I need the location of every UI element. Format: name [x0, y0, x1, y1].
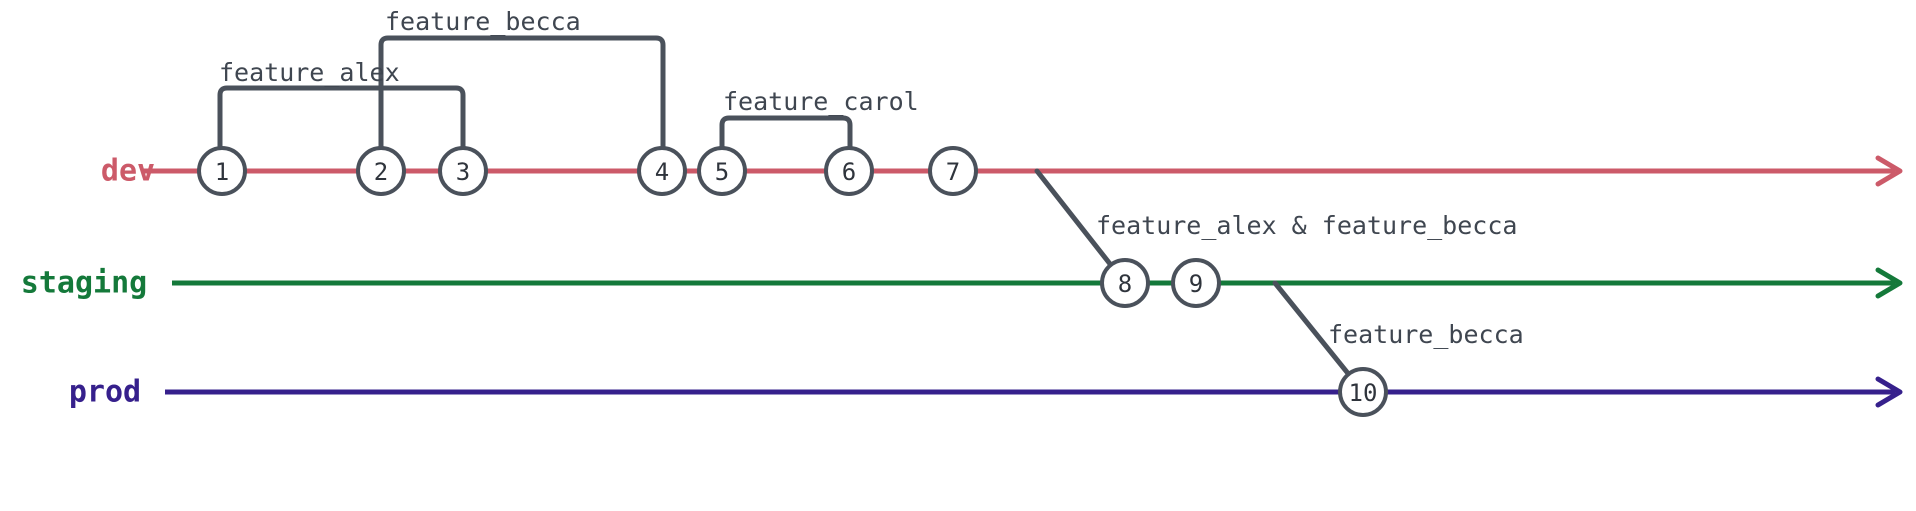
commit-node-5[interactable]: 5 [697, 146, 747, 196]
commit-circle-4 [637, 146, 687, 196]
feature-bracket-feature_alex [217, 85, 466, 171]
commit-label-6: 6 [842, 158, 856, 186]
commit-node-8[interactable]: 8 [1100, 258, 1150, 308]
branch-label-staging: staging [21, 266, 147, 301]
commit-node-9[interactable]: 9 [1171, 258, 1221, 308]
branch-label-prod: prod [69, 375, 141, 410]
commit-node-6[interactable]: 6 [824, 146, 874, 196]
commit-node-1[interactable]: 1 [197, 146, 247, 196]
feature-bracket-feature_carol [719, 115, 853, 171]
branch-arrowhead-staging [1875, 267, 1903, 299]
merge-labels-group: feature_alex & feature_becca feature_becc… [1096, 211, 1524, 349]
branch-lines-group [143, 155, 1903, 408]
branch-labels-group: dev staging prod [21, 154, 155, 410]
branch-arrowhead-dev [1875, 155, 1903, 187]
commit-circle-9 [1171, 258, 1221, 308]
commit-label-10: 10 [1349, 379, 1378, 407]
branch-label-dev: dev [101, 154, 155, 189]
commit-node-4[interactable]: 4 [637, 146, 687, 196]
commit-label-5: 5 [715, 158, 729, 186]
commit-node-10[interactable]: 10 [1338, 367, 1388, 417]
commit-circle-5 [697, 146, 747, 196]
feature-label-feature_carol: feature_carol [723, 87, 919, 116]
commit-label-7: 7 [946, 158, 960, 186]
feature-label-feature_becca: feature_becca [385, 7, 581, 36]
commit-nodes-group: 1 2 3 4 5 6 7 8 9 10 [197, 146, 1388, 417]
branch-arrowhead-prod [1875, 376, 1903, 408]
commit-circle-1 [197, 146, 247, 196]
merge-label-2: feature_becca [1328, 320, 1524, 349]
commit-circle-6 [824, 146, 874, 196]
commit-label-1: 1 [215, 158, 229, 186]
commit-node-3[interactable]: 3 [438, 146, 488, 196]
commit-circle-2 [356, 146, 406, 196]
feature-labels-group: feature_alex feature_becca feature_carol [219, 7, 919, 116]
commit-label-9: 9 [1189, 270, 1203, 298]
commit-circle-7 [928, 146, 978, 196]
commit-circle-8 [1100, 258, 1150, 308]
commit-circle-3 [438, 146, 488, 196]
commit-label-4: 4 [655, 158, 669, 186]
commit-node-2[interactable]: 2 [356, 146, 406, 196]
commit-label-8: 8 [1118, 270, 1132, 298]
commit-node-7[interactable]: 7 [928, 146, 978, 196]
feature-brackets-group [217, 35, 853, 171]
merge-label-1: feature_alex & feature_becca [1096, 211, 1517, 240]
feature-label-feature_alex: feature_alex [219, 58, 400, 87]
feature-bracket-feature_becca [378, 35, 666, 171]
commit-circle-10 [1338, 367, 1388, 417]
commit-label-2: 2 [374, 158, 388, 186]
commit-label-3: 3 [456, 158, 470, 186]
